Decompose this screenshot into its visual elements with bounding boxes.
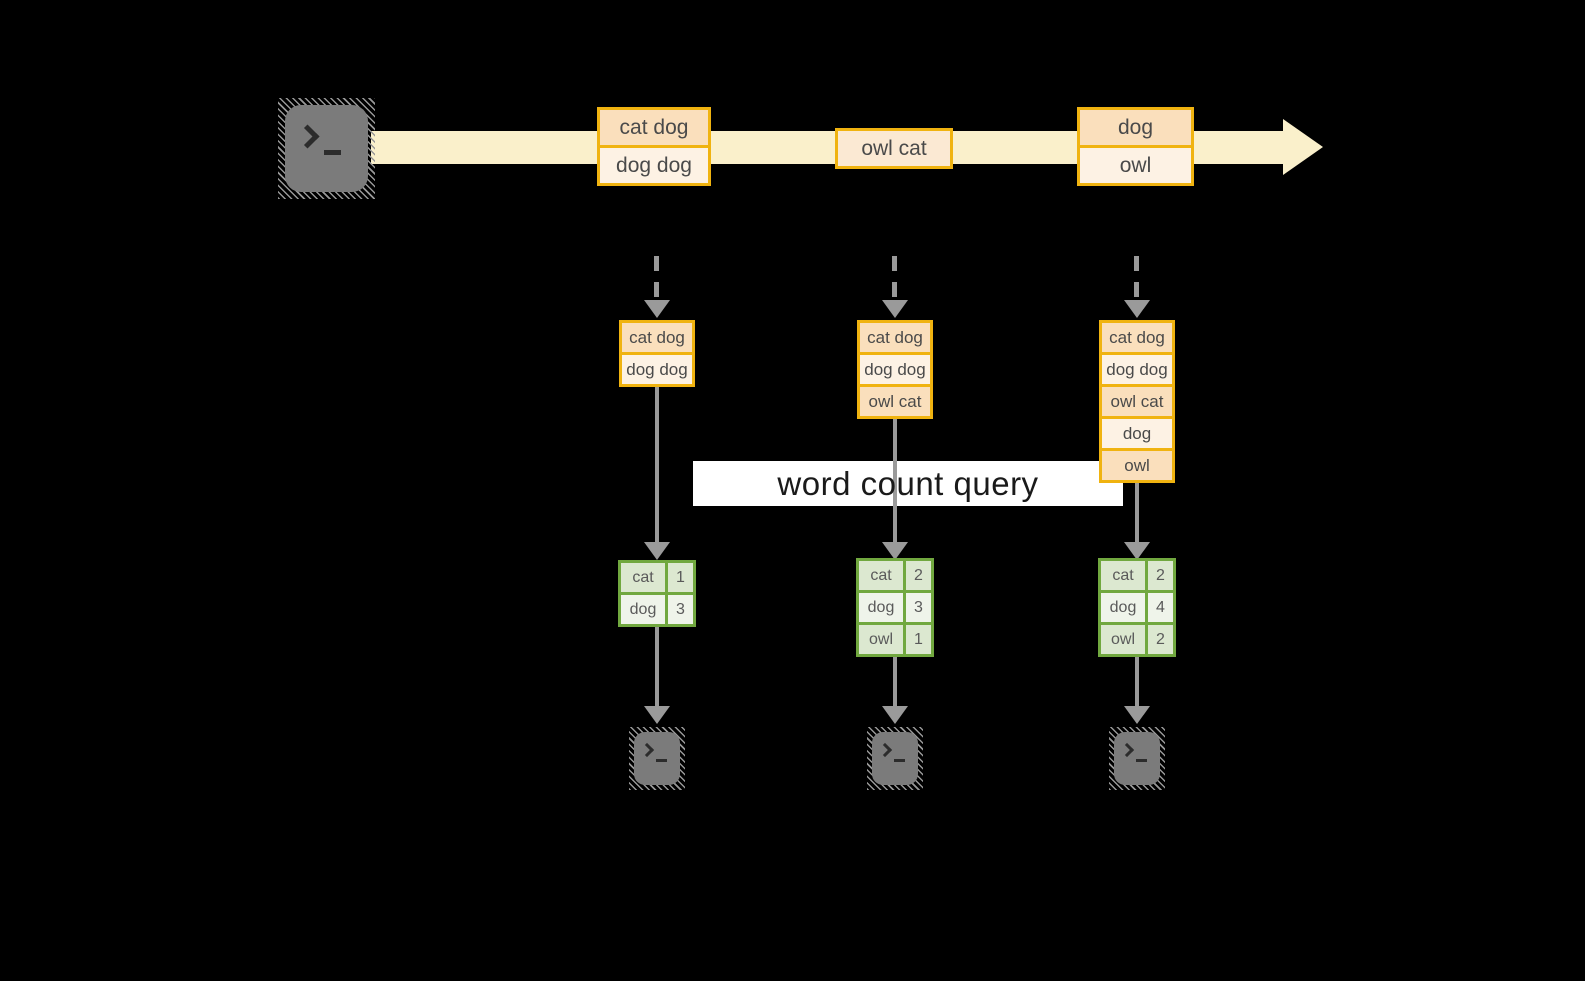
result-word-cell: cat (621, 563, 665, 592)
input-table-row: dog dog (1102, 352, 1172, 384)
terminal-screen (285, 105, 368, 192)
stream-batch-3: dog owl (1077, 107, 1194, 186)
query-arrow-3-head (1124, 542, 1150, 560)
result-count-cell: 2 (1148, 625, 1173, 654)
result-count-cell: 1 (668, 563, 693, 592)
input-table-row: cat dog (622, 323, 692, 352)
query-arrow-2-head (882, 542, 908, 560)
unbounded-input-table-1: cat dog dog dog (619, 320, 695, 387)
terminal-screen (634, 732, 680, 785)
prompt-underscore-icon (894, 759, 905, 762)
stream-batch-row: dog dog (600, 145, 708, 183)
result-to-sink-arrow-1-line (655, 627, 659, 706)
sink-terminal-icon-2 (867, 727, 923, 790)
input-table-row: cat dog (860, 323, 930, 352)
query-arrow-1-line (655, 387, 659, 542)
unbounded-input-table-3: cat dog dog dog owl cat dog owl (1099, 320, 1175, 483)
query-arrow-2-line (893, 419, 897, 542)
result-table-2: cat 2 dog 3 owl 1 (856, 558, 934, 657)
query-arrow-1-head (644, 542, 670, 560)
result-to-sink-arrow-2-head (882, 706, 908, 724)
input-table-row: owl cat (1102, 384, 1172, 416)
stream-batch-row: dog (1080, 110, 1191, 145)
stream-batch-row: owl (1080, 145, 1191, 183)
result-count-cell: 2 (1148, 561, 1173, 590)
batch-to-table-arrow-3-line (1134, 256, 1139, 300)
prompt-underscore-icon (656, 759, 667, 762)
stream-batch-1: cat dog dog dog (597, 107, 711, 186)
query-label-background (693, 461, 1123, 506)
terminal-screen (1114, 732, 1160, 785)
stream-batch-row: cat dog (600, 110, 708, 145)
batch-to-table-arrow-3-head (1124, 300, 1150, 318)
prompt-chevron-icon (877, 742, 893, 758)
sink-terminal-icon-1 (629, 727, 685, 790)
input-stream-arrowhead (1283, 119, 1323, 175)
result-count-cell: 3 (906, 593, 931, 622)
batch-to-table-arrow-2-head (882, 300, 908, 318)
prompt-chevron-icon (1119, 742, 1135, 758)
result-word-cell: owl (859, 625, 903, 654)
result-count-cell: 2 (906, 561, 931, 590)
result-count-cell: 1 (906, 625, 931, 654)
prompt-chevron-icon (295, 124, 320, 149)
batch-to-table-arrow-1-head (644, 300, 670, 318)
result-word-cell: owl (1101, 625, 1145, 654)
result-to-sink-arrow-1-head (644, 706, 670, 724)
result-word-cell: dog (1101, 593, 1145, 622)
prompt-underscore-icon (1136, 759, 1147, 762)
sink-terminal-icon-3 (1109, 727, 1165, 790)
result-word-cell: dog (859, 593, 903, 622)
batch-to-table-arrow-1-line (654, 256, 659, 300)
result-word-cell: dog (621, 595, 665, 624)
batch-to-table-arrow-2-line (892, 256, 897, 300)
result-table-3: cat 2 dog 4 owl 2 (1098, 558, 1176, 657)
stream-batch-row: owl cat (838, 131, 950, 166)
input-table-row: dog dog (622, 352, 692, 384)
prompt-underscore-icon (324, 150, 341, 155)
input-table-row: owl cat (860, 384, 930, 416)
unbounded-input-table-2: cat dog dog dog owl cat (857, 320, 933, 419)
result-count-cell: 4 (1148, 593, 1173, 622)
result-to-sink-arrow-2-line (893, 657, 897, 706)
result-to-sink-arrow-3-head (1124, 706, 1150, 724)
query-label: word count query (777, 464, 1039, 502)
query-arrow-3-line (1135, 483, 1139, 542)
input-table-row: dog (1102, 416, 1172, 448)
stream-batch-2: owl cat (835, 128, 953, 169)
input-table-row: dog dog (860, 352, 930, 384)
result-count-cell: 3 (668, 595, 693, 624)
result-word-cell: cat (859, 561, 903, 590)
result-to-sink-arrow-3-line (1135, 657, 1139, 706)
result-word-cell: cat (1101, 561, 1145, 590)
result-table-1: cat 1 dog 3 (618, 560, 696, 627)
terminal-screen (872, 732, 918, 785)
input-table-row: owl (1102, 448, 1172, 480)
prompt-chevron-icon (639, 742, 655, 758)
source-terminal-icon (278, 98, 375, 199)
input-table-row: cat dog (1102, 323, 1172, 352)
